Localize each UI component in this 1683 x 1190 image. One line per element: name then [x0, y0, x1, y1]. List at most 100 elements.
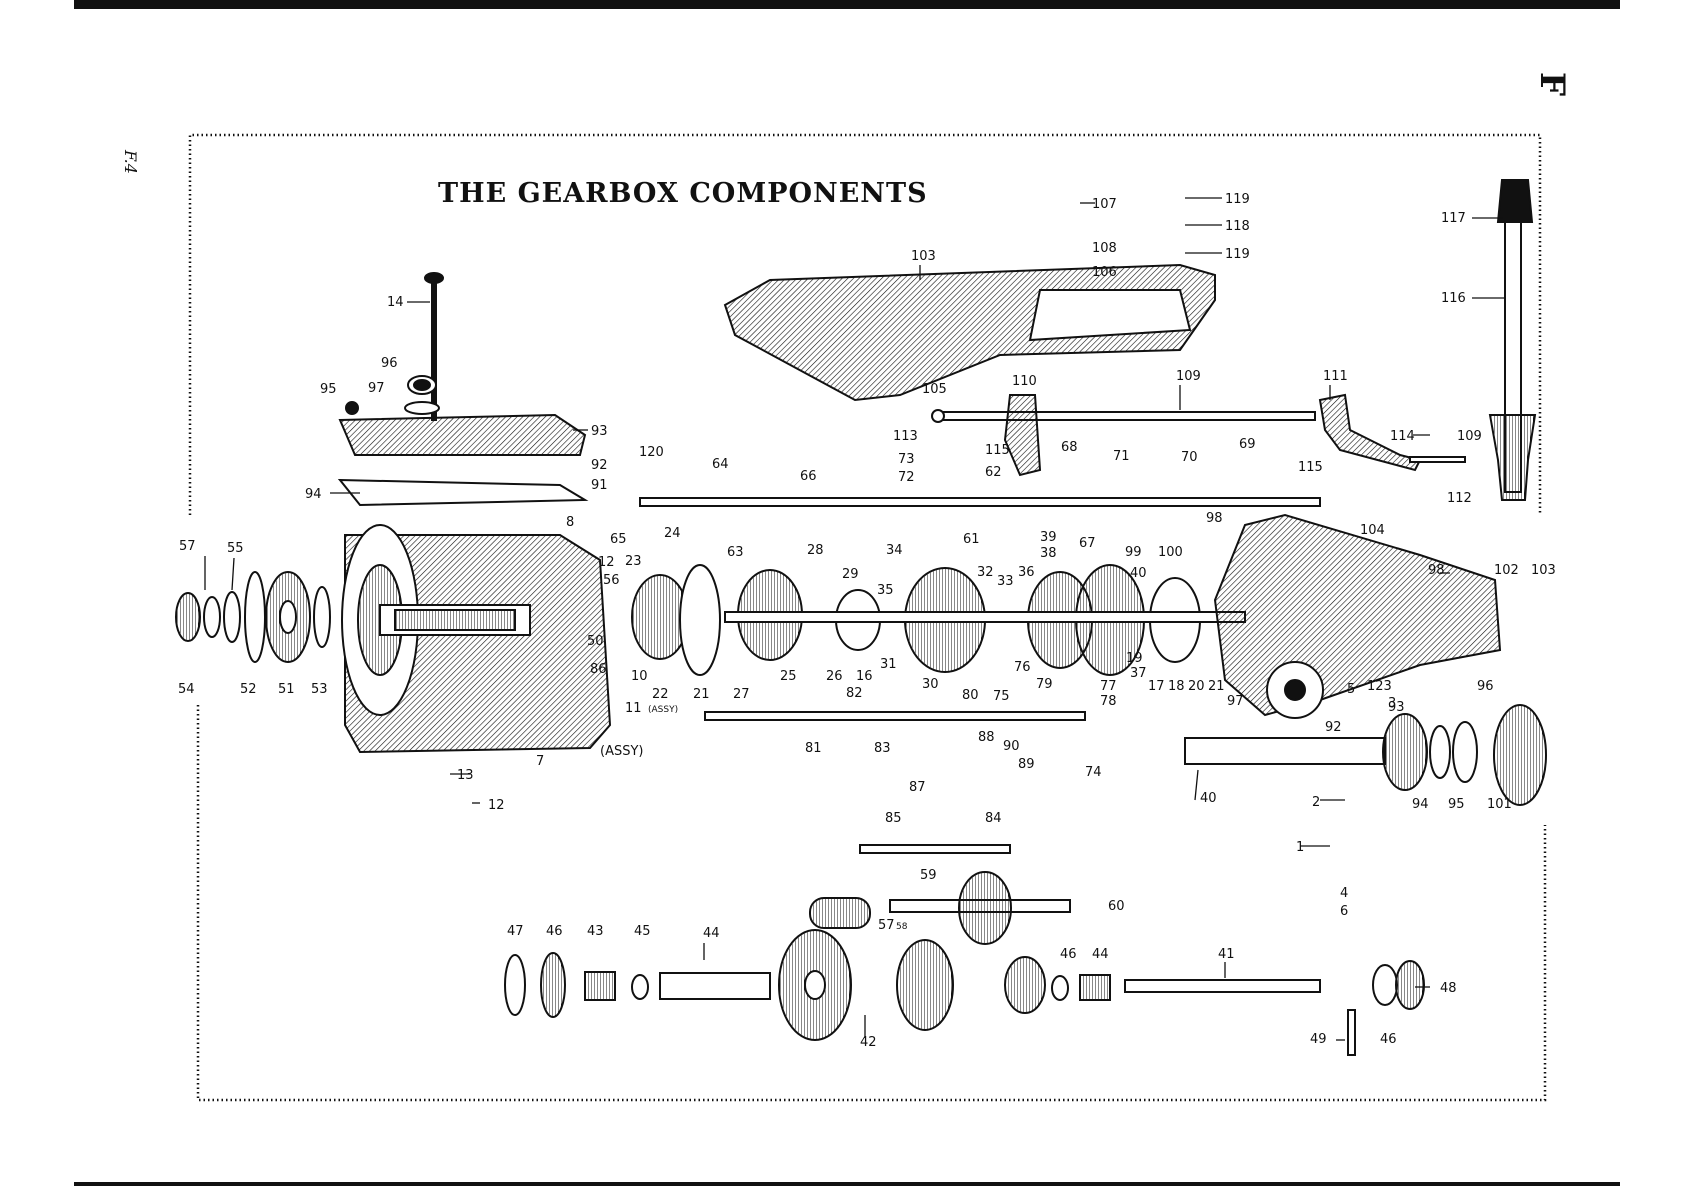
rear-housing [1213, 513, 1502, 719]
callout-12: 12 [488, 798, 505, 813]
callout-9: 10 [631, 669, 648, 684]
callout-119b: 109 [1457, 429, 1482, 444]
callout-74: 71 [1113, 449, 1130, 464]
callout-30: 30 [922, 677, 939, 692]
callout-42: 41 [1218, 947, 1235, 962]
callout-14: 14 [387, 295, 404, 310]
callout-94: 91 [591, 478, 608, 493]
callout-123: 112 [1447, 491, 1472, 506]
callout-3: 3 [1388, 696, 1396, 711]
callout-32: 32 [977, 565, 994, 580]
callout-33: 33 [997, 574, 1014, 589]
callout-44a: 43 [587, 924, 604, 939]
callout-6: 6 [1340, 904, 1348, 919]
callout-128: 118 [1225, 219, 1250, 234]
gearbox-casing [341, 524, 612, 754]
remote-control-rod [931, 393, 1466, 477]
callout-60: 57 [878, 918, 895, 933]
callout-112: 102 [1494, 563, 1519, 578]
callout-103: 93 [1388, 700, 1405, 715]
callout-65: 62 [985, 465, 1002, 480]
callout-97: 94 [305, 487, 322, 502]
callout-51: 49 [1310, 1032, 1327, 1047]
callout-11: 12 [598, 555, 615, 570]
callout-114: 103 [911, 249, 936, 264]
callout-116: 105 [922, 382, 947, 397]
callout-68: 65 [610, 532, 627, 547]
callout-59: 57 [179, 539, 196, 554]
callout-24: 24 [664, 526, 681, 541]
callout-88: 85 [885, 811, 902, 826]
callout-52: 50 [587, 634, 604, 649]
callout-89: 86 [590, 662, 607, 677]
callout-66: 63 [727, 545, 744, 560]
callout-26: 26 [826, 669, 843, 684]
callout-111: 101 [1487, 797, 1512, 812]
callout-8: 8 [566, 515, 574, 530]
callout-125a: 115 [985, 443, 1010, 458]
callout-7: 7 [536, 754, 544, 769]
callout-130: 119 [1225, 192, 1250, 207]
callout-79: 76 [1014, 660, 1031, 675]
callout-80: 77 [1100, 679, 1117, 694]
callout-55: 53 [311, 682, 328, 697]
callout-73: 70 [1181, 450, 1198, 465]
callout-102: 92 [1325, 720, 1342, 735]
callout-105: 95 [1448, 797, 1465, 812]
callout-126: 116 [1441, 291, 1466, 306]
callout-62: 60 [1108, 899, 1125, 914]
callout-25: 25 [780, 669, 797, 684]
callout-100: 97 [368, 381, 385, 396]
callout-99: 96 [381, 356, 398, 371]
front-bearings [175, 571, 331, 663]
callout-83: 80 [962, 688, 979, 703]
callout-95: 92 [591, 458, 608, 473]
callout-34: 34 [886, 543, 903, 558]
callout-84: 81 [805, 741, 822, 756]
callout-56: 54 [178, 682, 195, 697]
callout-39: 39 [1040, 530, 1057, 545]
callout-15: 16 [856, 669, 873, 684]
callout-124a: 113 [893, 429, 918, 444]
callout-109: 100 [1158, 545, 1183, 560]
callout-38: 38 [1040, 546, 1057, 561]
callout-22: 22 [652, 687, 669, 702]
callout-69: 66 [800, 469, 817, 484]
callout-127: 117 [1441, 211, 1466, 226]
callout-54: 52 [240, 682, 257, 697]
callout-110: 99 [1125, 545, 1142, 560]
callout-92: 89 [1018, 757, 1035, 772]
callout-31: 31 [880, 657, 897, 672]
callout-18: 19 [1126, 651, 1143, 666]
callout-23: 23 [625, 554, 642, 569]
callout-85: 82 [846, 686, 863, 701]
callout-19: 20 [1188, 679, 1205, 694]
callout-119a: 108 [1092, 241, 1117, 256]
callout-48: 46 [1380, 1032, 1397, 1047]
callout-131: 120 [639, 445, 664, 460]
callout-82: 79 [1036, 677, 1053, 692]
callout-90: 87 [909, 780, 926, 795]
callout-60-assy: 58 [896, 922, 908, 932]
callout-141: 123 [1367, 679, 1392, 694]
callout-108: 98 [1206, 511, 1223, 526]
top-rule [74, 0, 1620, 9]
callout-46b: 46 [1060, 947, 1077, 962]
rear-extension-housing [723, 263, 1216, 402]
callout-70: 67 [1079, 536, 1096, 551]
callout-36: 36 [1018, 565, 1035, 580]
callout-93: 90 [1003, 739, 1020, 754]
callout-115: 104 [1360, 523, 1385, 538]
callout-labels: 107 119 118 119 108 106 103 105 117 116 … [178, 192, 1556, 1050]
mainshaft-gears [631, 564, 1246, 676]
callout-43: 42 [860, 1035, 877, 1050]
callout-17: 18 [1168, 679, 1185, 694]
callout-64: 61 [963, 532, 980, 547]
callout-125b: 115 [1298, 460, 1323, 475]
callout-121: 110 [1012, 374, 1037, 389]
callout-13: 13 [457, 768, 474, 783]
callout-106: 96 [1477, 679, 1494, 694]
callout-2: 2 [1312, 795, 1320, 810]
callout-96: 93 [591, 424, 608, 439]
